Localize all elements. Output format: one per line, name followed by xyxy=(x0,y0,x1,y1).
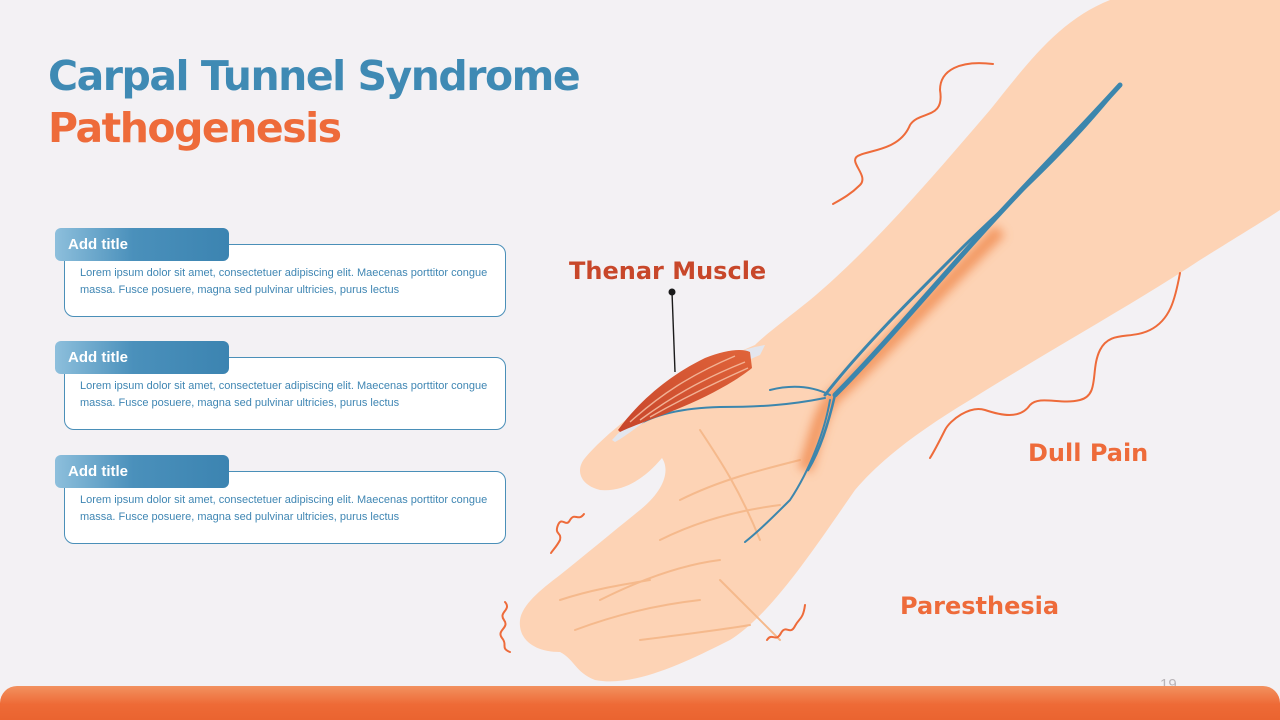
thenar-pointer-line xyxy=(672,292,675,372)
squiggle-thumb xyxy=(551,514,584,553)
bottom-accent-bar xyxy=(0,686,1280,720)
thenar-pointer-dot xyxy=(669,289,676,296)
paresthesia-label: Paresthesia xyxy=(900,592,1059,620)
thenar-muscle-label: Thenar Muscle xyxy=(569,257,766,285)
squiggle-palm xyxy=(767,605,805,640)
dull-pain-label: Dull Pain xyxy=(1028,439,1148,467)
squiggle-fingertips xyxy=(500,602,510,652)
